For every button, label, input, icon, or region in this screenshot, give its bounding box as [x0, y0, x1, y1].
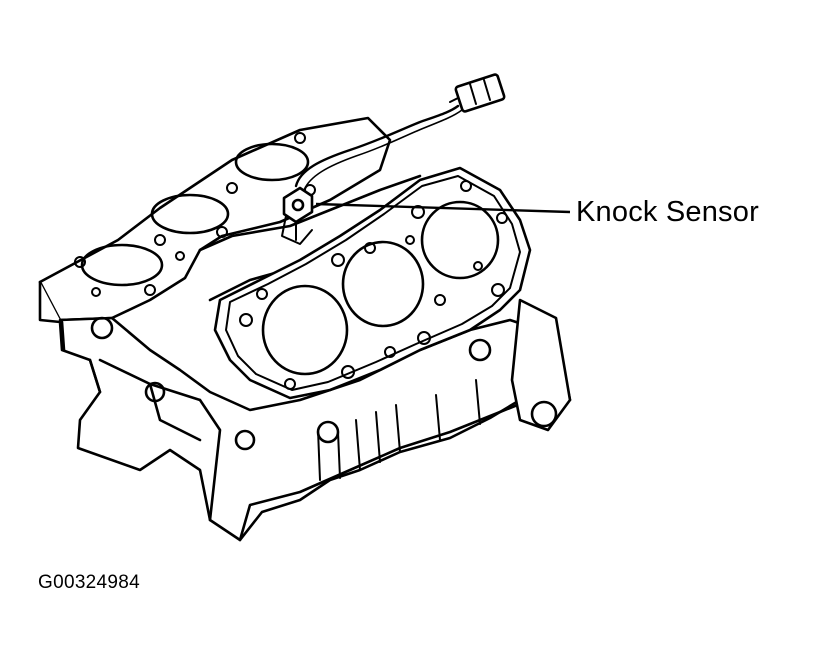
left-cylinder-bore-3: [234, 142, 310, 182]
left-cylinder-bore-1: [80, 243, 164, 287]
knock-sensor-callout-label: Knock Sensor: [576, 196, 759, 228]
left-bank-deck: [38, 116, 392, 322]
right-bank-deck: [213, 166, 532, 400]
knock-sensor-bolt: [291, 198, 305, 212]
block-left-boss-1: [90, 316, 114, 340]
right-bank-bolt-holes: [239, 180, 508, 390]
left-bank-bolt-holes: [74, 132, 316, 297]
block-rear-boss: [468, 338, 492, 362]
sensor-harness-wire-outer: [303, 109, 463, 191]
block-left-boss-2: [144, 381, 166, 403]
block-lower-skirt: [238, 394, 542, 542]
block-left-boss-3: [234, 429, 256, 451]
block-left-side-wall: [38, 280, 572, 542]
block-ribs: [317, 379, 481, 481]
sensor-connector-detail: [449, 79, 491, 105]
block-front-boss: [316, 420, 340, 444]
right-cylinder-bore-2: [341, 240, 425, 328]
right-bank-gasket-outline: [225, 175, 521, 391]
left-cylinder-bore-2: [150, 193, 230, 235]
sensor-harness-wire: [294, 104, 460, 188]
right-cylinder-bore-1: [261, 284, 349, 376]
knock-sensor-leader-line: [315, 202, 571, 214]
figure-id: G00324984: [38, 572, 141, 593]
sensor-connector: [454, 73, 506, 113]
block-rear-lug: [510, 298, 572, 432]
right-cylinder-bore-3: [420, 200, 500, 280]
knock-sensor-mount: [281, 215, 313, 245]
knock-sensor-body: [282, 186, 314, 224]
